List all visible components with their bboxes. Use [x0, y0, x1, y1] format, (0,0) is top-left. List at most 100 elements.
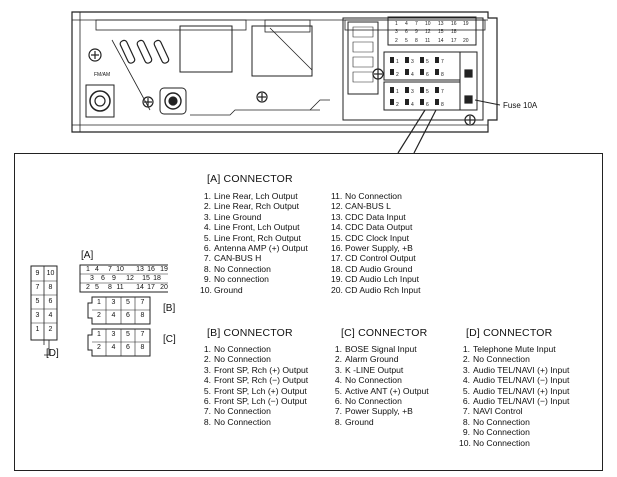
- connector-pin-cell: 3: [90, 275, 94, 282]
- pin-number: 2.: [462, 354, 470, 365]
- pin-number: 7.: [203, 253, 211, 264]
- pin-function: No Connection: [345, 375, 402, 386]
- pin-entry: 8.No Connection: [459, 417, 569, 427]
- pin-number: 8.: [203, 263, 211, 274]
- svg-text:1: 1: [396, 59, 399, 65]
- connector-pin-cell: 1: [97, 299, 101, 306]
- pin-entry: 10.Ground: [200, 285, 308, 295]
- heading-connector-b: [B] CONNECTOR: [207, 327, 293, 339]
- svg-text:20: 20: [463, 38, 469, 44]
- svg-text:16: 16: [451, 21, 457, 27]
- pin-function: Line Ground: [214, 211, 262, 222]
- connector-pin-cell: 10: [116, 266, 124, 273]
- pin-number: 4.: [334, 375, 342, 386]
- pin-function: No Connection: [473, 354, 530, 365]
- svg-text:6: 6: [426, 102, 429, 108]
- connector-pin-cell: 20: [160, 284, 168, 291]
- pin-entry: 3.Front SP, Rch (+) Output: [200, 365, 308, 375]
- connector-pin-cell: 13: [136, 266, 144, 273]
- pin-entry: 4.No Connection: [331, 375, 429, 385]
- tag-connector-d: [D]: [46, 348, 59, 359]
- pin-entry: 4.Front SP, Rch (−) Output: [200, 375, 308, 385]
- pin-entry: 16.Power Supply, +B: [331, 243, 420, 253]
- pin-function: Audio TEL/NAVI (+) Input: [473, 364, 570, 375]
- pin-number: 18.: [331, 263, 343, 274]
- connector-pin-cell: 6: [48, 298, 53, 305]
- heading-connector-c: [C] CONNECTOR: [341, 327, 428, 339]
- svg-text:11: 11: [425, 38, 430, 44]
- pin-entry: 19.CD Audio Lch Input: [331, 274, 420, 284]
- connector-panel: [14, 153, 603, 471]
- pin-function: Line Rear, Lch Output: [214, 191, 298, 201]
- connector-pin-cell: 4: [111, 344, 116, 351]
- pin-number: 20.: [331, 284, 343, 295]
- pin-function: Alarm Ground: [345, 354, 399, 365]
- pin-function: Audio TEL/NAVI (+) Input: [473, 385, 570, 396]
- connector-pin-cell: 15: [142, 275, 150, 282]
- connector-pin-cell: 8: [140, 344, 145, 351]
- pin-entry: 3.Audio TEL/NAVI (+) Input: [459, 364, 570, 375]
- connector-pin-cell: 3: [111, 331, 116, 338]
- svg-text:13: 13: [438, 21, 444, 27]
- pin-function: CD Audio Rch Input: [345, 284, 421, 295]
- pin-number: 15.: [331, 232, 343, 243]
- svg-text:5: 5: [426, 59, 429, 65]
- connector-face-diagram: [30, 264, 168, 357]
- pin-number: 6.: [203, 396, 211, 407]
- svg-text:18: 18: [451, 29, 457, 35]
- svg-text:4: 4: [411, 72, 414, 78]
- pin-entry: 17.CD Control Output: [331, 253, 420, 263]
- pin-function: Antenna AMP (+) Output: [214, 243, 308, 254]
- pin-entry: 6.Front SP, Lch (−) Output: [200, 396, 308, 406]
- pin-function: No Connection: [214, 406, 271, 417]
- svg-text:8: 8: [415, 38, 418, 44]
- pin-function: Power Supply, +B: [345, 243, 413, 254]
- svg-text:2: 2: [396, 72, 399, 78]
- pin-entry: 2.No Connection: [200, 354, 308, 364]
- connector-pin-cell: 19: [160, 266, 168, 273]
- pin-number: 4.: [203, 222, 211, 233]
- connector-pin-cell: 1: [97, 331, 101, 338]
- pin-function: No Connection: [214, 416, 271, 427]
- pin-number: 7.: [462, 406, 470, 417]
- pin-function: No connection: [214, 274, 269, 285]
- pin-entry: 1.No Connection: [200, 344, 308, 354]
- pin-number: 5.: [462, 385, 470, 396]
- connector-pin-cell: 6: [126, 344, 130, 351]
- connector-pin-cell: 8: [48, 284, 53, 291]
- pin-number: 1.: [203, 191, 211, 201]
- pin-function: Line Rear, Rch Output: [214, 201, 300, 212]
- connector-pin-cell: 4: [111, 312, 116, 319]
- pin-number: 4.: [462, 375, 470, 386]
- pin-entry: 5.Active ANT (+) Output: [331, 386, 429, 396]
- connector-pin-cell: 8: [108, 284, 112, 291]
- pin-entry: 20.CD Audio Rch Input: [331, 285, 420, 295]
- pin-function: Front SP, Lch (−) Output: [214, 396, 307, 407]
- pin-entry: 2.No Connection: [459, 354, 569, 364]
- connector-pin-cell: 17: [147, 284, 155, 291]
- svg-text:8: 8: [441, 72, 444, 78]
- pin-number: 8.: [334, 416, 342, 427]
- tag-connector-a: [A]: [81, 250, 94, 261]
- connector-pin-cell: 7: [108, 266, 112, 273]
- pin-number: 7.: [203, 406, 211, 417]
- pin-entry: 2.Alarm Ground: [331, 354, 429, 364]
- svg-text:8: 8: [441, 102, 444, 108]
- tag-connector-b: [B]: [163, 303, 176, 314]
- pin-function: No Connection: [214, 344, 271, 354]
- pin-function: No Connection: [473, 437, 530, 448]
- pin-entry: 2.Line Rear, Rch Output: [200, 201, 308, 211]
- connector-pin-cell: 8: [140, 312, 145, 319]
- connector-pin-cell: 11: [116, 284, 124, 291]
- pin-number: 3.: [334, 364, 342, 375]
- pin-entry: 9.No connection: [200, 274, 308, 284]
- pin-entry: 12.CAN-BUS L: [331, 201, 420, 211]
- pin-function: No Connection: [214, 354, 271, 365]
- pin-function: CDC Clock Input: [345, 232, 409, 243]
- pin-number: 2.: [203, 354, 211, 365]
- pin-entry: 4.Audio TEL/NAVI (−) Input: [459, 375, 570, 386]
- pin-entry: 9.No Connection: [459, 427, 569, 437]
